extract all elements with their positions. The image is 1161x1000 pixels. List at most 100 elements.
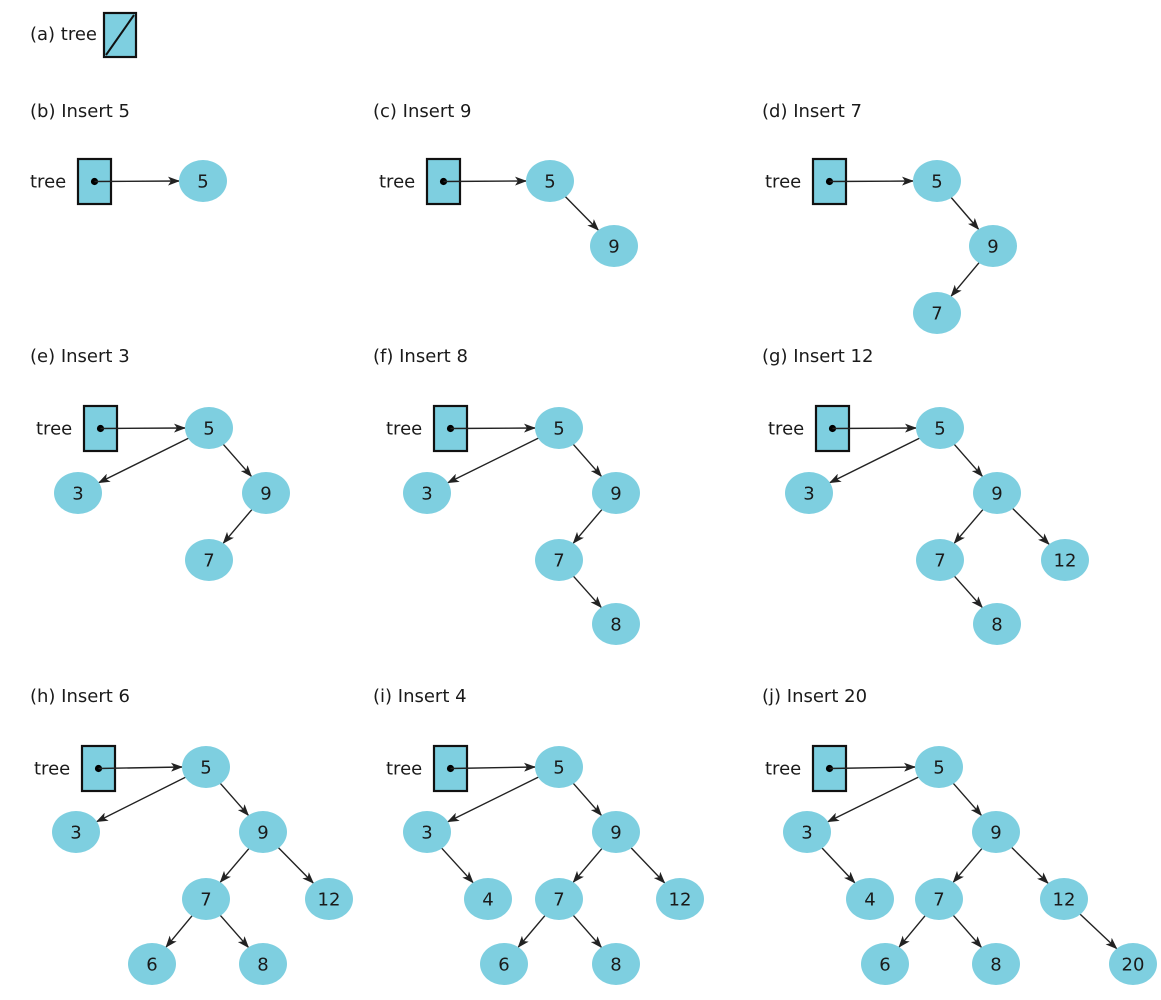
tree-node-5: 5: [916, 407, 964, 449]
node-value: 8: [991, 615, 1002, 636]
tree-node-5: 5: [915, 746, 963, 788]
node-value: 7: [934, 551, 945, 572]
node-value: 9: [610, 823, 621, 844]
edge-9-to-12: [276, 845, 315, 884]
tree-node-7: 7: [535, 878, 583, 920]
tree-node-12: 12: [305, 878, 353, 920]
edge-9-to-7: [952, 846, 984, 883]
node-ellipse: [590, 225, 638, 267]
node-ellipse: [592, 472, 640, 514]
panel-d-caption: (d) Insert 7: [762, 101, 862, 122]
node-ellipse: [969, 225, 1017, 267]
tree-pointer-label: tree: [386, 419, 422, 440]
tree-node-9: 9: [972, 811, 1020, 853]
node-value: 12: [1053, 890, 1076, 911]
edge-5-to-3: [828, 436, 922, 484]
edge-5-to-9: [949, 195, 980, 230]
node-value: 9: [257, 823, 268, 844]
tree-node-6: 6: [128, 943, 176, 985]
node-ellipse: [916, 539, 964, 581]
node-value: 8: [257, 955, 268, 976]
node-value: 5: [553, 758, 564, 779]
edge-5-to-3: [97, 436, 191, 484]
edge-9-to-12: [629, 846, 666, 884]
panel-f-caption: (f) Insert 8: [373, 346, 468, 367]
tree-node-6: 6: [861, 943, 909, 985]
tree-pointer-label: tree: [36, 419, 72, 440]
tree-node-5: 5: [185, 407, 233, 449]
node-ellipse: [1040, 878, 1088, 920]
node-value: 7: [933, 890, 944, 911]
node-ellipse: [52, 811, 100, 853]
edge-5-to-3: [447, 775, 541, 823]
tree-node-7: 7: [535, 539, 583, 581]
tree-node-9: 9: [239, 811, 287, 853]
edge-5-to-9: [571, 781, 603, 817]
edge-7-to-6: [517, 913, 547, 948]
tree-node-3: 3: [785, 472, 833, 514]
node-ellipse: [185, 407, 233, 449]
tree-node-7: 7: [915, 878, 963, 920]
node-value: 9: [610, 484, 621, 505]
node-value: 8: [610, 955, 621, 976]
root-pointer-arrow: [829, 762, 916, 772]
node-ellipse: [128, 943, 176, 985]
node-value: 6: [498, 955, 509, 976]
node-value: 6: [146, 955, 157, 976]
tree-node-6: 6: [480, 943, 528, 985]
tree-pointer-label: tree: [379, 172, 415, 193]
node-ellipse: [535, 878, 583, 920]
tree-pointer-label: tree: [765, 172, 801, 193]
node-value: 9: [260, 484, 271, 505]
node-value: 12: [1054, 551, 1077, 572]
node-value: 8: [990, 955, 1001, 976]
node-ellipse: [526, 160, 574, 202]
node-value: 5: [544, 172, 555, 193]
node-value: 4: [864, 890, 875, 911]
edge-9-to-7: [219, 846, 251, 883]
node-ellipse: [972, 943, 1020, 985]
root-pointer-arrow: [100, 423, 186, 433]
panel-i-caption: (i) Insert 4: [373, 686, 467, 707]
root-pointer-arrow: [94, 176, 180, 186]
tree-node-3: 3: [783, 811, 831, 853]
node-value: 8: [610, 615, 621, 636]
node-ellipse: [182, 746, 230, 788]
null-slash-icon: [105, 14, 135, 56]
edge-9-to-7: [572, 846, 604, 883]
node-value: 7: [931, 304, 942, 325]
edge-9-to-12: [1010, 845, 1049, 884]
tree-node-5: 5: [535, 407, 583, 449]
edge-9-to-7: [572, 507, 604, 544]
tree-node-3: 3: [52, 811, 100, 853]
tree-pointer-label: tree: [765, 759, 801, 780]
node-ellipse: [54, 472, 102, 514]
tree-node-7: 7: [916, 539, 964, 581]
node-value: 5: [933, 758, 944, 779]
edge-5-to-3: [827, 775, 921, 823]
node-ellipse: [403, 472, 451, 514]
tree-node-9: 9: [242, 472, 290, 514]
node-value: 5: [931, 172, 942, 193]
panel-j-caption: (j) Insert 20: [762, 686, 867, 707]
node-ellipse: [972, 811, 1020, 853]
panel-g-caption: (g) Insert 12: [762, 346, 873, 367]
node-value: 3: [801, 823, 812, 844]
node-value: 20: [1122, 955, 1145, 976]
edge-7-to-8: [951, 913, 983, 949]
panel-h-caption: (h) Insert 6: [30, 686, 130, 707]
panel-a-caption: (a) tree: [30, 24, 97, 45]
node-ellipse: [861, 943, 909, 985]
panel-c-caption: (c) Insert 9: [373, 101, 471, 122]
tree-node-5: 5: [179, 160, 227, 202]
tree-node-8: 8: [592, 603, 640, 645]
tree-node-9: 9: [592, 811, 640, 853]
edge-7-to-8: [952, 574, 983, 609]
node-ellipse: [242, 472, 290, 514]
node-ellipse: [480, 943, 528, 985]
